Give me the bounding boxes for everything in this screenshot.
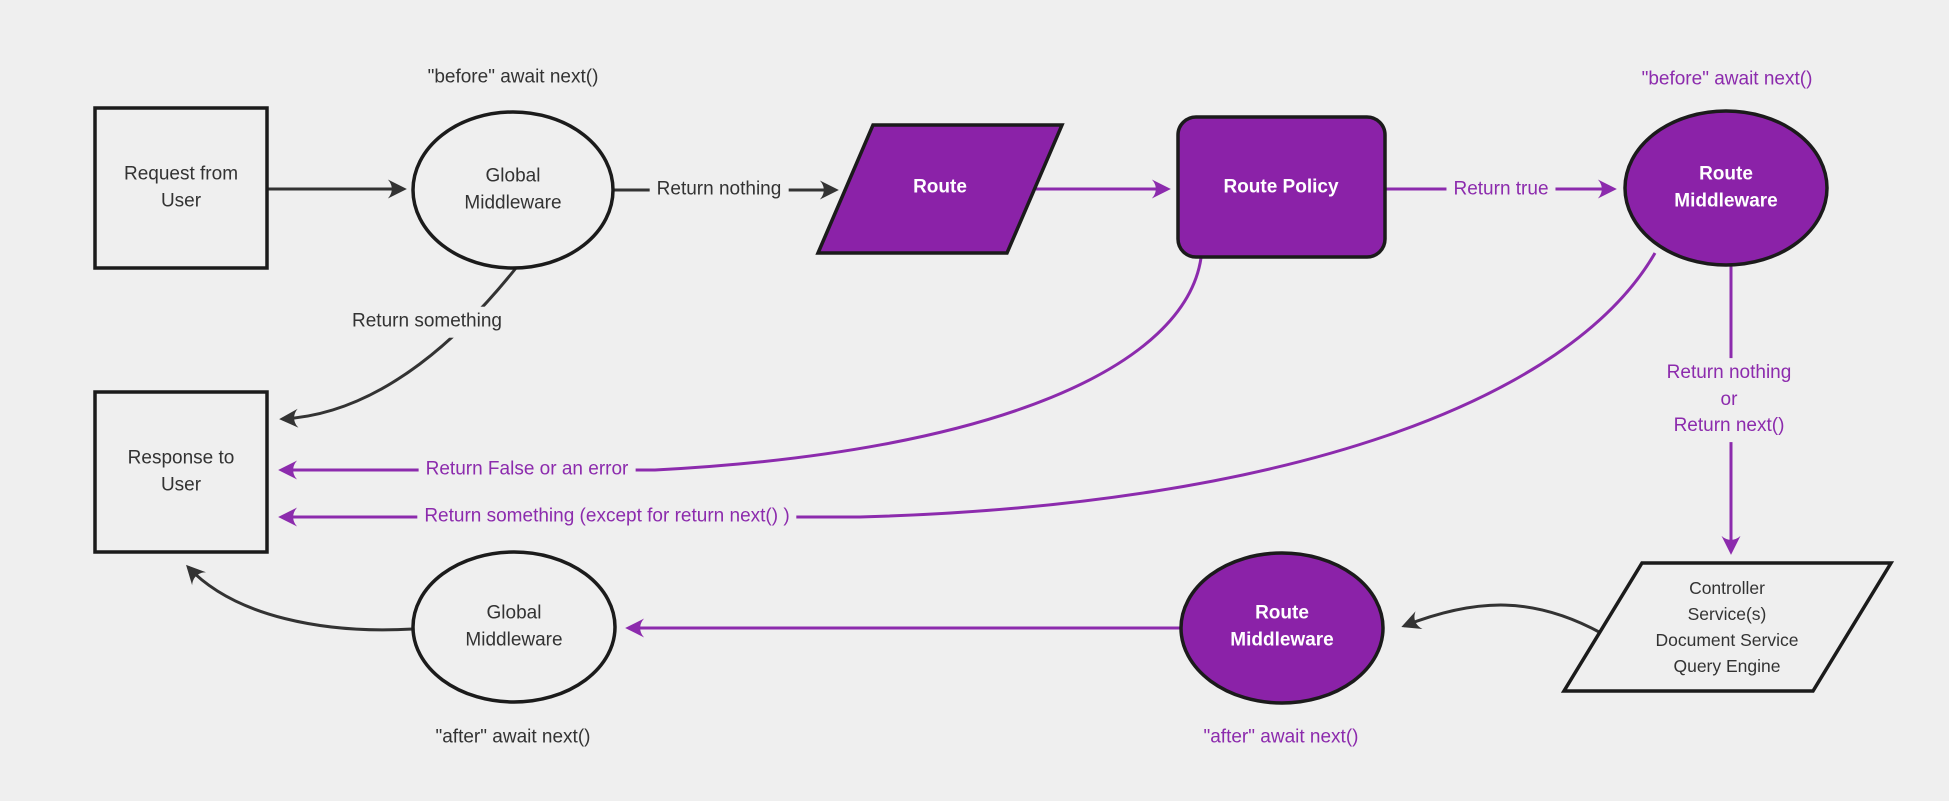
- route-middleware-bottom-ellipse: [1179, 551, 1385, 705]
- global-middleware-top-ellipse: [411, 110, 615, 270]
- edge-route-policy-to-response: [278, 257, 1203, 480]
- edge-global-middleware-to-response: [279, 267, 518, 428]
- node-request-from-user: Request from User: [123, 163, 239, 211]
- label-return-something: Return something: [345, 306, 509, 338]
- return-nothing-or-line-2: or: [1720, 388, 1738, 410]
- response-box-shape: [93, 390, 269, 554]
- route-policy-box-shape: [1176, 115, 1387, 259]
- label-return-nothing-or-next: Return nothing or Return next(): [1659, 358, 1799, 442]
- label-after-await-next-mid: "after" await next(): [1196, 722, 1366, 754]
- label-return-false-or-error: Return False or an error: [418, 454, 636, 486]
- node-global-middleware-bottom: Global Middleware: [465, 602, 563, 650]
- return-nothing-or-line-3: Return next(): [1673, 415, 1785, 437]
- label-before-await-next-right: "before" await next(): [1634, 64, 1820, 96]
- node-route-middleware-top: Route Middleware: [1674, 163, 1778, 211]
- label-return-something-except: Return something (except for return next…: [417, 501, 797, 533]
- controller-parallelogram: [1560, 561, 1895, 693]
- node-controller-services: Controller Service(s) Document Service Q…: [1612, 576, 1842, 680]
- label-after-await-next-left: "after" await next(): [428, 722, 598, 754]
- global-middleware-bottom-ellipse: [411, 550, 617, 704]
- node-response-to-user: Response to User: [127, 447, 235, 495]
- node-route-middleware-bottom: Route Middleware: [1230, 602, 1334, 650]
- node-global-middleware-top: Global Middleware: [464, 165, 562, 213]
- controller-line-1: Controller: [1689, 578, 1765, 599]
- node-route: Route: [913, 176, 967, 198]
- node-route-policy: Route Policy: [1223, 176, 1339, 198]
- controller-line-4: Query Engine: [1673, 655, 1781, 676]
- label-return-nothing: Return nothing: [649, 174, 789, 206]
- route-parallelogram: [815, 123, 1065, 255]
- label-before-await-next-top: "before" await next(): [420, 62, 606, 94]
- controller-line-2: Service(s): [1687, 604, 1767, 625]
- route-middleware-top-ellipse: [1623, 109, 1829, 267]
- edge-global-middleware-bottom-to-response: [186, 564, 414, 632]
- edge-route-middleware-to-response: [278, 252, 1657, 527]
- edge-controller-to-route-middleware-bottom: [1401, 603, 1602, 635]
- controller-line-3: Document Service: [1655, 630, 1799, 650]
- request-box-shape: [93, 106, 269, 270]
- return-nothing-or-line-1: Return nothing: [1666, 362, 1792, 384]
- label-return-true: Return true: [1446, 174, 1556, 206]
